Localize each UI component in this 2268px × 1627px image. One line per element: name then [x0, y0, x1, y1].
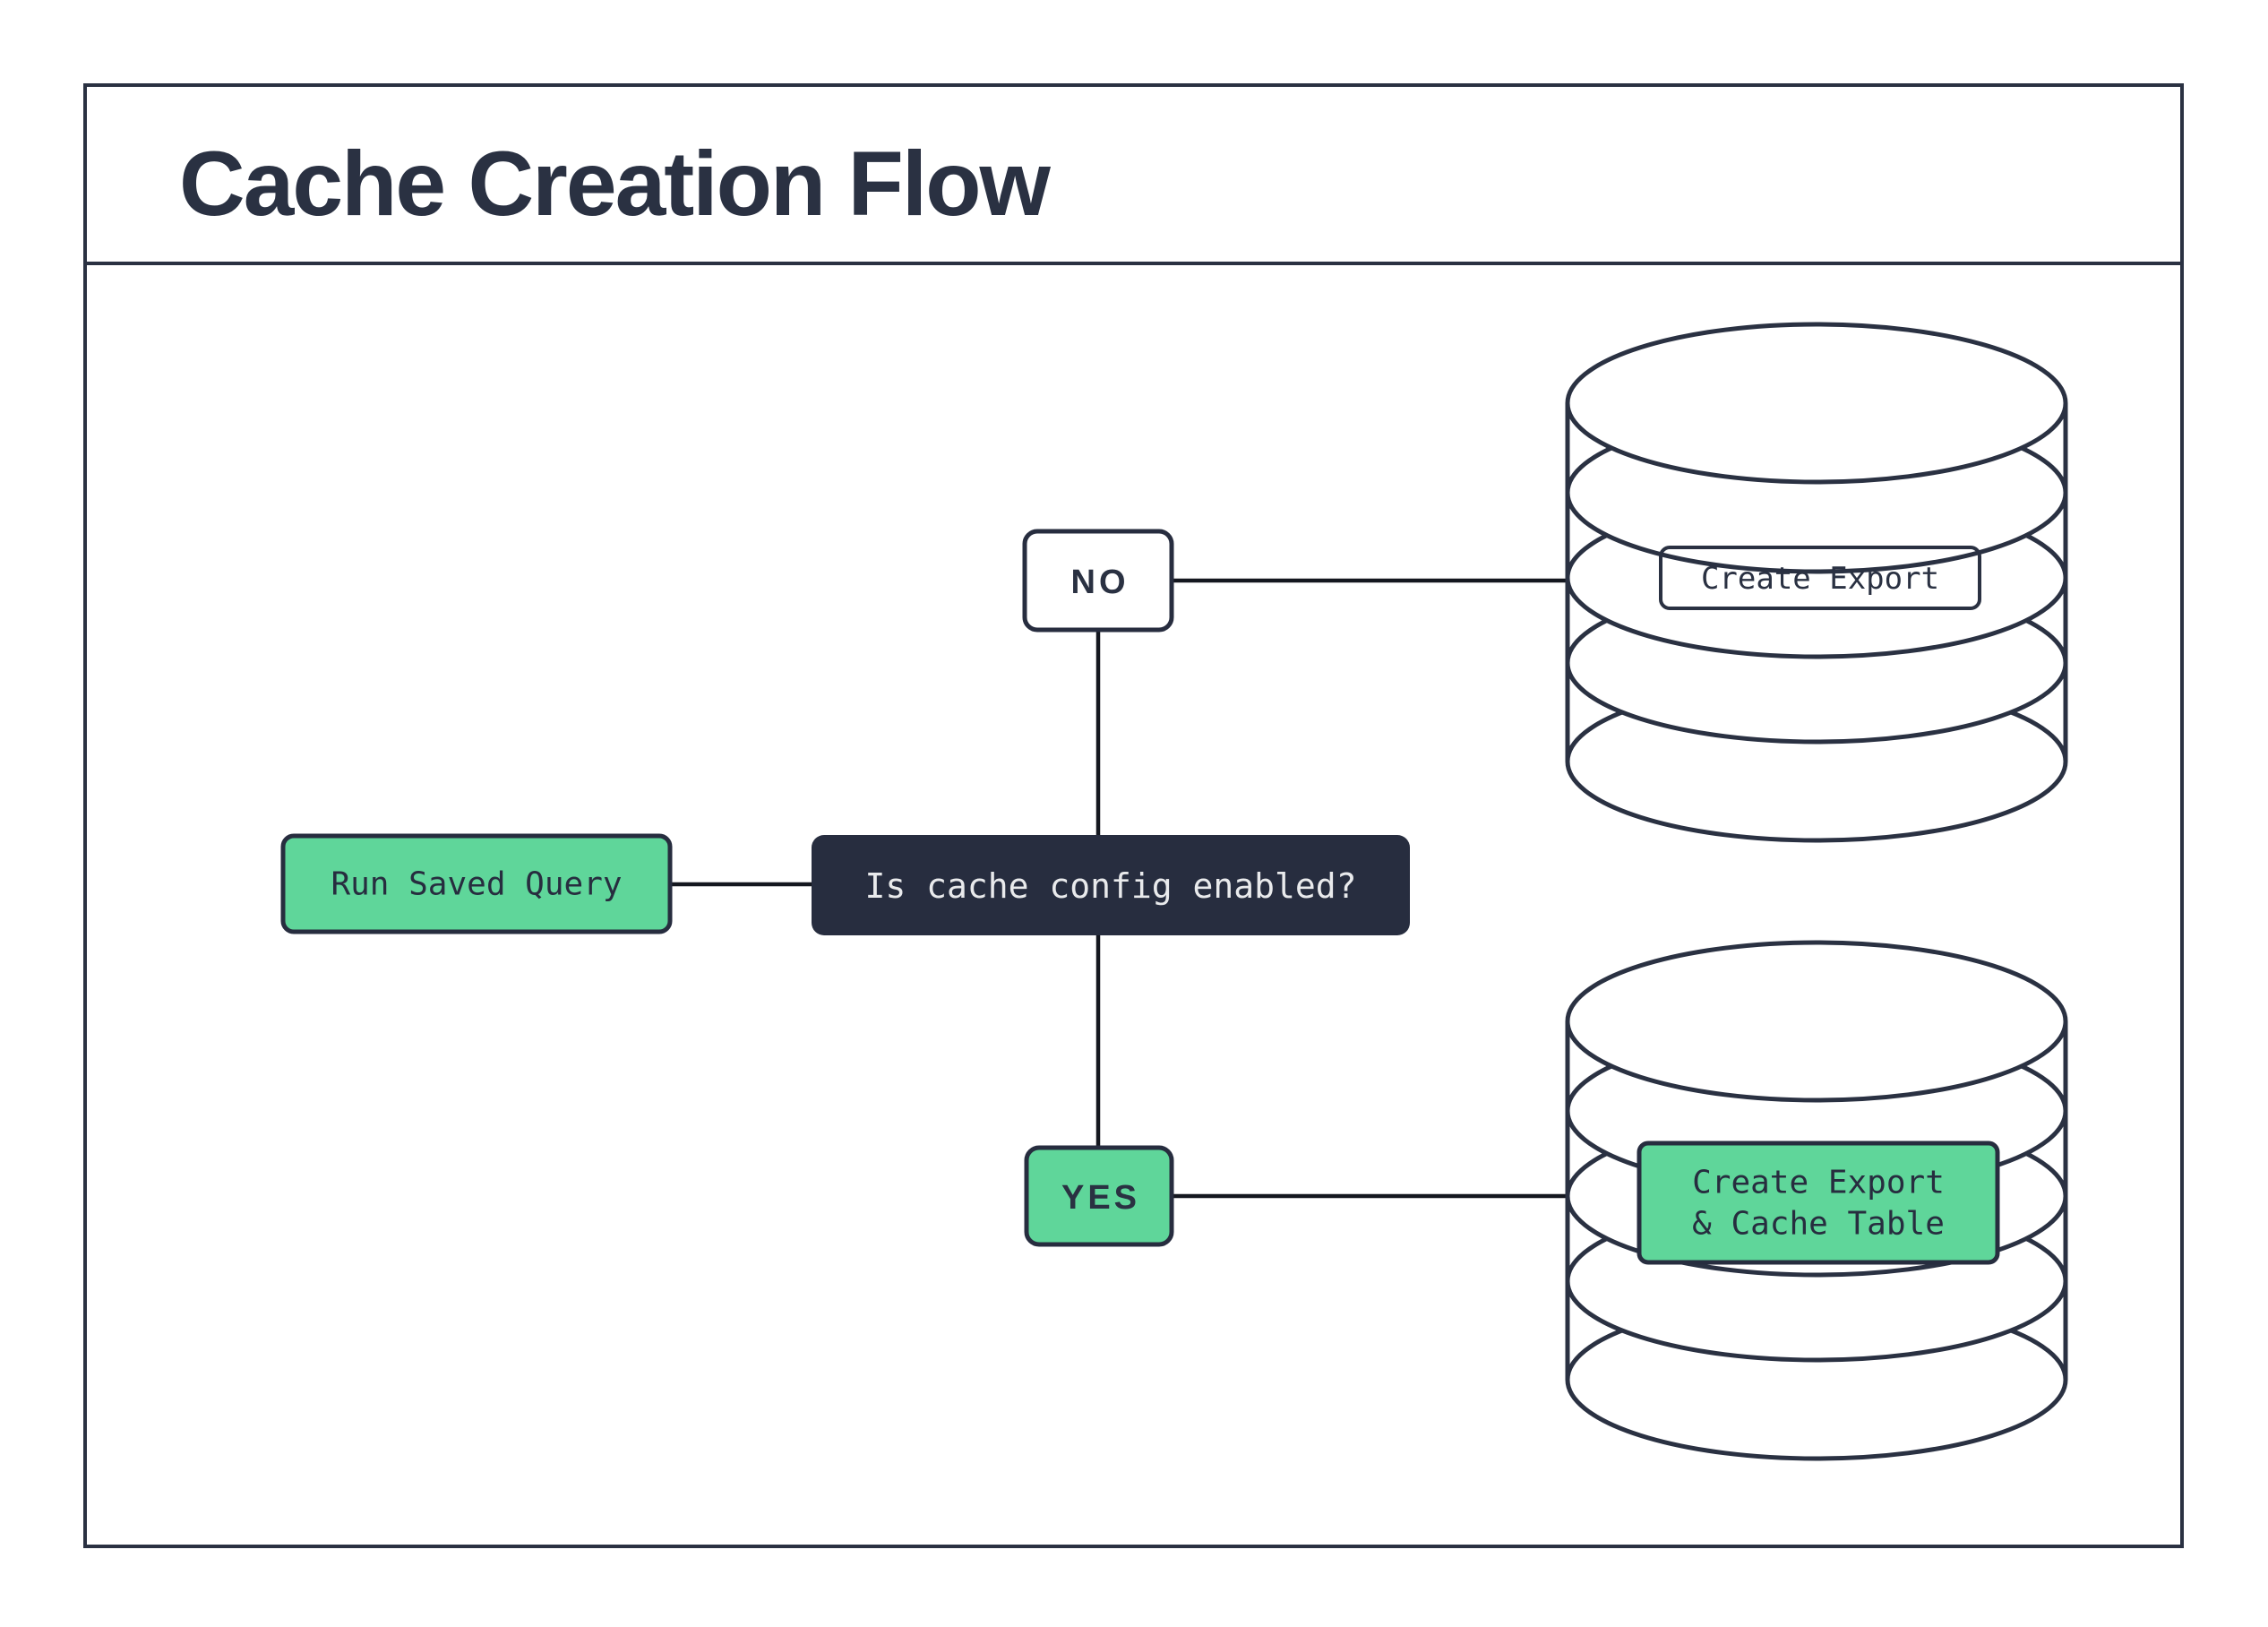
diagram-title: Cache Creation Flow [179, 133, 1052, 235]
run-saved-query-node: Run Saved Query [280, 833, 673, 934]
database-top [1565, 322, 2068, 843]
yes-badge-label: YES [1061, 1179, 1140, 1217]
create-export-label-box [1659, 546, 1981, 610]
decision-node: Is cache config enabled? [812, 835, 1410, 935]
yes-badge: YES [1024, 1145, 1174, 1247]
diagram-frame [83, 83, 2184, 1548]
no-badge: NO [1022, 529, 1174, 633]
yes-badge-box [1024, 1145, 1174, 1247]
run-saved-query-label: Run Saved Query [331, 866, 622, 903]
decision-box [812, 835, 1410, 935]
create-export-cache-label-box [1637, 1141, 2000, 1265]
run-saved-query-box [280, 833, 673, 934]
cylinder-disk [1565, 940, 2068, 1103]
no-badge-box [1022, 529, 1174, 633]
no-badge-label: NO [1071, 564, 1130, 601]
cylinder-disk [1565, 322, 2068, 485]
create-export-label: Create Export [1701, 561, 1939, 597]
create-export-cache-label-line2: & Cache Table [1692, 1206, 1945, 1243]
decision-label: Is cache config enabled? [864, 866, 1356, 906]
create-export-cache-label-line1: Create Export [1692, 1165, 1945, 1201]
create-export-node: Create Export [1659, 546, 1981, 610]
create-export-cache-node: Create Export & Cache Table [1637, 1141, 2000, 1265]
